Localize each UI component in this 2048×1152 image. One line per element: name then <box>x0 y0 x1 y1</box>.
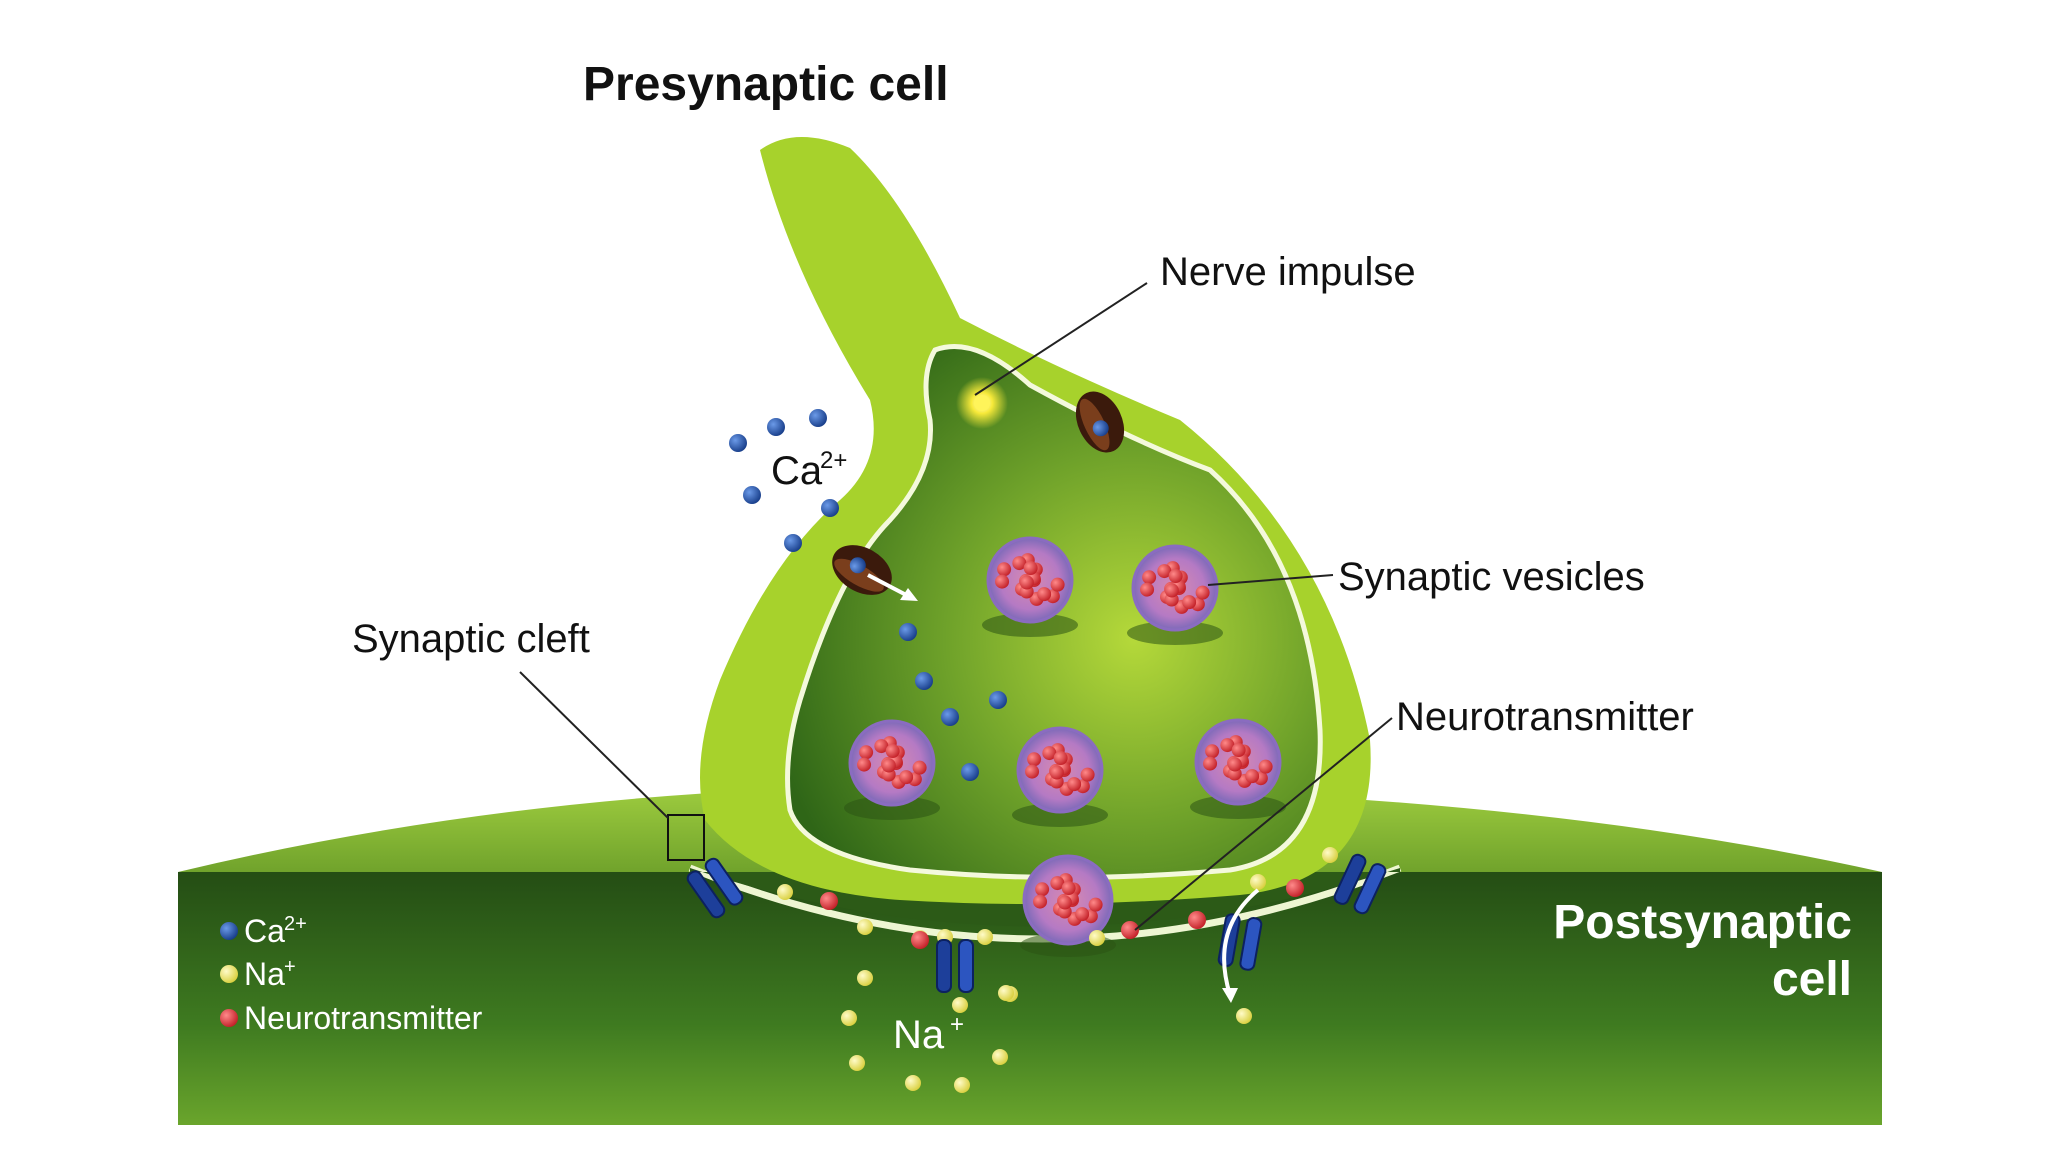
legend-item-neurotransmitter: Neurotransmitter <box>220 1000 483 1036</box>
synaptic-cleft-marker <box>667 814 705 861</box>
receptor-channel <box>686 857 744 919</box>
calcium-channel-top <box>1075 391 1125 453</box>
legend-item-calcium: Ca 2+ <box>220 913 307 949</box>
legend-sodium-sup: + <box>284 956 296 978</box>
receptor-channel <box>936 939 974 993</box>
postsynaptic-cell-label-line1: Postsynaptic <box>1553 896 1852 949</box>
sodium-ion <box>954 1077 970 1093</box>
legend-neurotransmitter-label: Neurotransmitter <box>244 1000 483 1036</box>
sodium-ion <box>1250 874 1266 890</box>
calcium-ion <box>767 418 785 436</box>
synaptic-vesicle <box>1190 718 1286 819</box>
ca-label: Ca 2+ <box>771 447 847 493</box>
na-label-sup: + <box>950 1011 964 1038</box>
sodium-ion <box>998 985 1014 1001</box>
sodium-ion <box>992 1049 1008 1065</box>
calcium-ion <box>941 708 959 726</box>
neurotransmitter-molecule <box>1286 879 1304 897</box>
synaptic-vesicle <box>1127 544 1223 645</box>
calcium-ion <box>961 763 979 781</box>
synaptic-cleft-label: Synaptic cleft <box>352 617 590 661</box>
neurotransmitter-molecule <box>1188 911 1206 929</box>
sodium-ion <box>841 1010 857 1026</box>
legend-calcium-label: Ca <box>244 913 285 949</box>
sodium-flow-arrow <box>1222 888 1260 996</box>
neurotransmitter-leader <box>1134 717 1393 931</box>
nerve-impulse-leader <box>974 282 1148 396</box>
neurotransmitter-molecule <box>911 931 929 949</box>
ca-label-sup: 2+ <box>820 447 847 474</box>
sodium-ion <box>777 884 793 900</box>
synaptic-vesicle <box>1020 854 1116 957</box>
nerve-impulse-label: Nerve impulse <box>1160 250 1416 294</box>
calcium-channel-side <box>832 545 892 595</box>
sodium-ions <box>777 847 1338 1093</box>
legend-item-sodium: Na + <box>220 956 296 992</box>
legend-sodium-label: Na <box>244 956 285 992</box>
legend-calcium-dot <box>220 922 238 940</box>
calcium-ions <box>729 409 1007 781</box>
presynaptic-cell-label: Presynaptic cell <box>583 58 949 111</box>
calcium-ion <box>743 486 761 504</box>
synaptic-vesicle <box>1012 726 1108 827</box>
sodium-ion <box>857 970 873 986</box>
receptor-channel <box>1333 853 1387 915</box>
calcium-ion <box>784 534 802 552</box>
calcium-ion <box>821 499 839 517</box>
legend-neurotransmitter-dot <box>220 1009 238 1027</box>
neurotransmitter-molecule <box>1121 921 1139 939</box>
legend-sodium-dot <box>220 965 238 983</box>
sodium-ion <box>849 1055 865 1071</box>
sodium-ion <box>952 997 968 1013</box>
synaptic-vesicles-leader <box>1207 574 1334 586</box>
synaptic-vesicle <box>982 536 1078 637</box>
neurotransmitter-label: Neurotransmitter <box>1396 695 1694 739</box>
sodium-ion <box>905 1075 921 1091</box>
sodium-ion <box>1089 930 1105 946</box>
legend-calcium-sup: 2+ <box>284 913 307 935</box>
calcium-ion <box>989 691 1007 709</box>
na-label: Na + <box>893 1011 964 1057</box>
synaptic-cleft-leader <box>519 671 669 819</box>
sodium-ion <box>977 929 993 945</box>
na-label-text: Na <box>893 1013 945 1057</box>
calcium-ion <box>809 409 827 427</box>
sodium-ion <box>1322 847 1338 863</box>
sodium-ion <box>857 919 873 935</box>
synaptic-vesicles <box>844 536 1286 957</box>
legend: Ca 2+ Na + Neurotransmitter <box>220 913 483 1036</box>
neurotransmitter-molecule <box>820 892 838 910</box>
ca-label-text: Ca <box>771 449 823 493</box>
calcium-ion <box>899 623 917 641</box>
synaptic-vesicles-label: Synaptic vesicles <box>1338 555 1645 599</box>
postsynaptic-cell-label-line2: cell <box>1772 953 1852 1006</box>
neurotransmitter-molecules <box>820 879 1304 949</box>
calcium-ion <box>729 434 747 452</box>
synaptic-vesicle <box>844 719 940 820</box>
calcium-ion <box>915 672 933 690</box>
postsynaptic-body <box>178 872 1882 1125</box>
sodium-ion <box>1236 1008 1252 1024</box>
